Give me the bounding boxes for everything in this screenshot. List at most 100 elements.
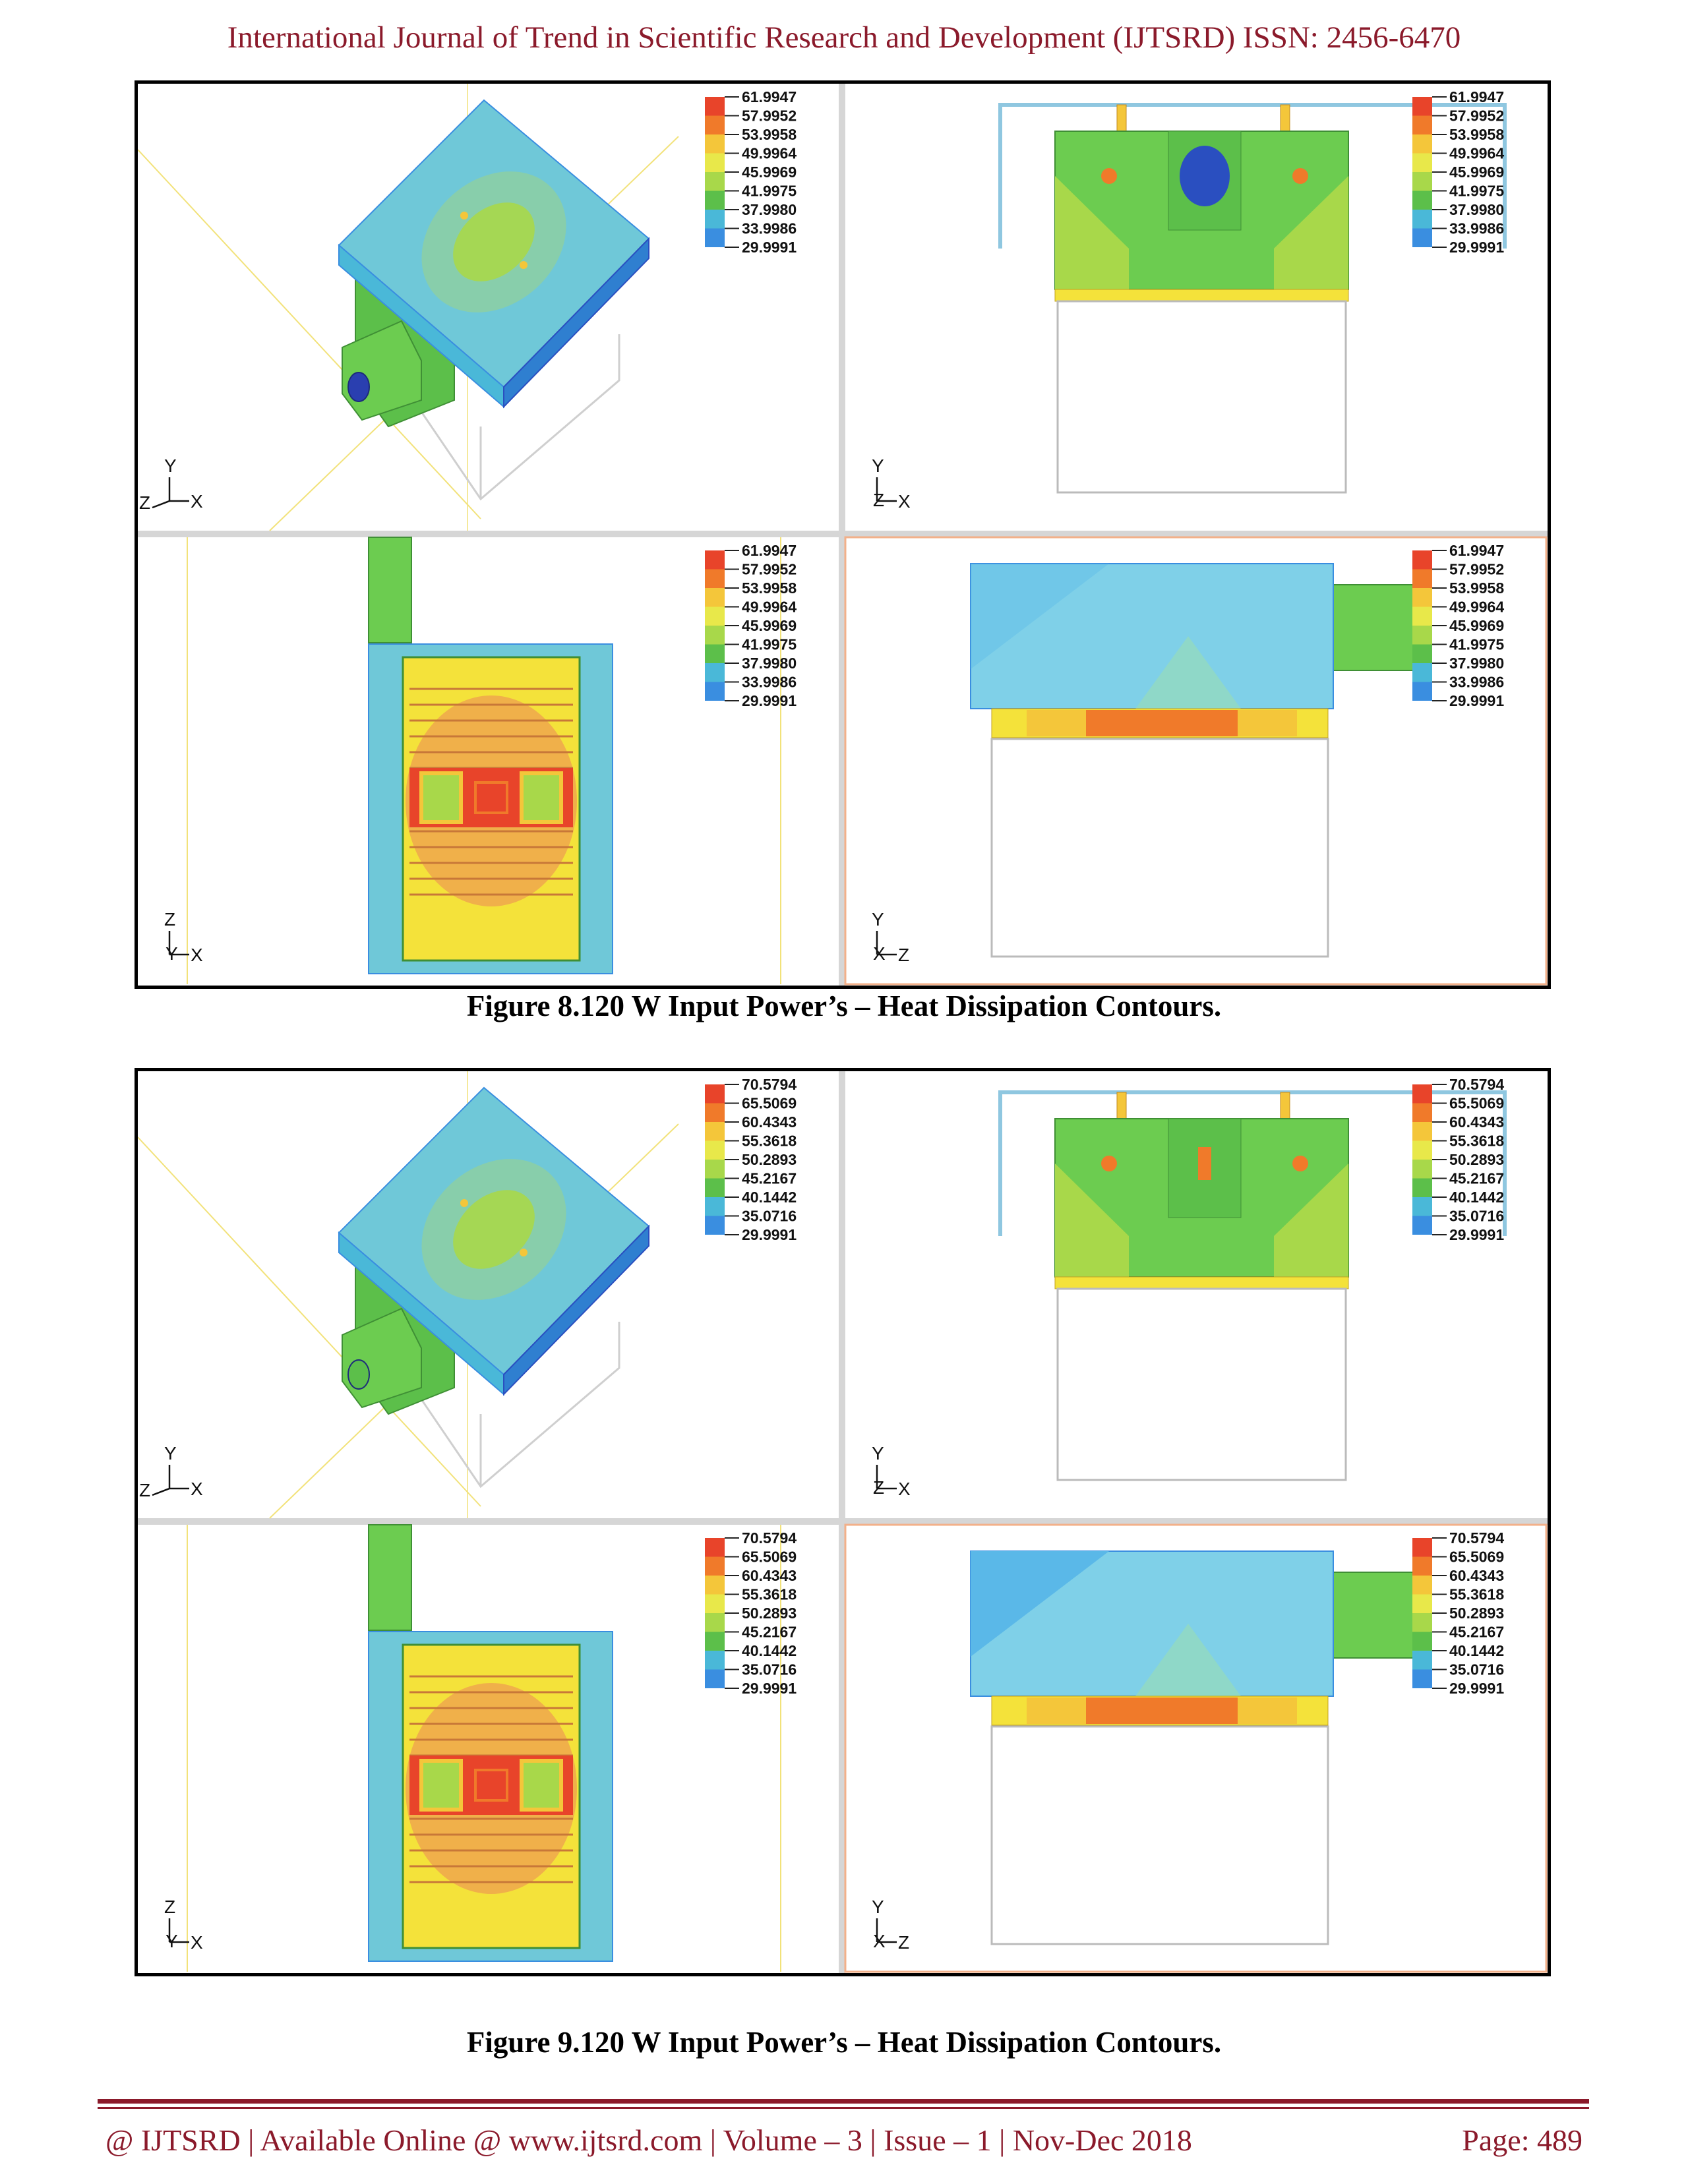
legend-swatch xyxy=(1412,1538,1432,1557)
legend-swatch xyxy=(705,115,725,134)
legend-value: 70.5794 xyxy=(1449,1076,1504,1093)
guide-line xyxy=(138,1136,481,1507)
legend-value: 61.9947 xyxy=(742,88,797,105)
legend-value: 40.1442 xyxy=(1449,1189,1504,1206)
legend-value: 60.4343 xyxy=(742,1113,797,1131)
legend-value: 57.9952 xyxy=(742,107,797,125)
legend-value: 35.0716 xyxy=(742,1208,797,1225)
terminal-post xyxy=(1280,1092,1290,1119)
contour-zone xyxy=(1055,1164,1129,1277)
legend-value: 49.9964 xyxy=(742,599,797,616)
legend-value: 35.0716 xyxy=(1449,1661,1504,1678)
axis-label-corner: Z xyxy=(873,1477,884,1498)
legend-value: 45.9969 xyxy=(742,163,797,181)
legend-value: 53.9958 xyxy=(1449,579,1504,597)
connector-tab xyxy=(368,537,412,643)
legend-value: 29.9991 xyxy=(742,239,797,256)
legend-value: 41.9975 xyxy=(742,183,797,200)
legend-swatch xyxy=(705,588,725,607)
legend-swatch xyxy=(1412,588,1432,607)
legend-swatch xyxy=(705,1651,725,1670)
legend-value: 50.2893 xyxy=(742,1605,797,1622)
legend-value: 57.9952 xyxy=(1449,561,1504,578)
legend-value: 49.9964 xyxy=(742,145,797,162)
legend-swatch xyxy=(1412,682,1432,701)
legend-value: 61.9947 xyxy=(742,542,797,559)
legend-swatch xyxy=(1412,97,1432,116)
warm-zone xyxy=(1027,710,1086,736)
contour-panel-top: 70.579465.506960.434355.361850.289345.21… xyxy=(164,1524,797,1972)
contour-core xyxy=(453,1190,535,1269)
legend-swatch xyxy=(705,606,725,626)
contour-zone xyxy=(1274,176,1348,289)
legend-value: 50.2893 xyxy=(742,1151,797,1168)
legend-value: 60.4343 xyxy=(1449,1113,1504,1131)
footer-rule-thin xyxy=(98,2107,1589,2109)
housing-outline xyxy=(990,1725,1329,1945)
legend-value: 65.5069 xyxy=(1449,1549,1504,1566)
contour-core xyxy=(453,202,535,281)
legend-value: 55.3618 xyxy=(1449,1133,1504,1150)
legend-swatch xyxy=(705,153,725,172)
legend-value: 29.9991 xyxy=(1449,1680,1504,1697)
legend-value: 49.9964 xyxy=(1449,599,1504,616)
legend-swatch xyxy=(705,626,725,645)
legend-value: 33.9986 xyxy=(742,674,797,691)
axis-label-left: Z xyxy=(139,1480,150,1500)
screw-hot xyxy=(1101,168,1117,184)
legend-swatch xyxy=(705,1084,725,1104)
legend-swatch xyxy=(705,1576,725,1595)
axis-label-up: Y xyxy=(164,1443,177,1463)
legend-value: 65.5069 xyxy=(1449,1095,1504,1112)
legend-swatch xyxy=(705,569,725,588)
axis-label-up: Y xyxy=(872,909,884,930)
legend-value: 41.9975 xyxy=(742,636,797,653)
legend-swatch xyxy=(705,1178,725,1197)
legend-value: 45.2167 xyxy=(742,1624,797,1641)
legend-swatch xyxy=(1412,644,1432,663)
legend-swatch xyxy=(705,1216,725,1235)
contour-zone xyxy=(1274,1164,1348,1277)
legend-value: 33.9986 xyxy=(742,220,797,237)
connector-block xyxy=(1333,584,1420,671)
legend-swatch xyxy=(705,644,725,663)
legend-swatch xyxy=(705,1197,725,1216)
hot-spot xyxy=(460,212,468,220)
axis-label-up: Y xyxy=(872,1443,884,1463)
axis-line-left xyxy=(152,500,170,509)
legend-swatch xyxy=(1412,153,1432,172)
housing-outline xyxy=(990,738,1329,958)
screw-hot xyxy=(1292,1156,1308,1171)
contour-panel-iso: 70.579465.506960.434355.361850.289345.21… xyxy=(138,1071,797,1519)
center-pad xyxy=(474,781,508,814)
footer-citation: @ IJTSRD | Available Online @ www.ijtsrd… xyxy=(106,2123,1192,2157)
terminal-post xyxy=(1280,104,1290,132)
legend-value: 37.9980 xyxy=(1449,655,1504,672)
axis-label-up: Y xyxy=(872,456,884,476)
hot-zone xyxy=(1083,710,1241,736)
terminal-post xyxy=(1116,104,1127,132)
contour-panel-side: 61.994757.995253.995849.996445.996941.99… xyxy=(844,536,1548,986)
legend-value: 37.9980 xyxy=(1449,201,1504,218)
legend-value: 29.9991 xyxy=(742,1226,797,1243)
axis-label-right: X xyxy=(898,1479,911,1499)
legend-swatch xyxy=(1412,1178,1432,1197)
legend-value: 37.9980 xyxy=(742,201,797,218)
mount-bracket xyxy=(998,1090,1507,1236)
legend-swatch xyxy=(1412,1594,1432,1613)
legend-swatch xyxy=(705,1669,725,1688)
legend-swatch xyxy=(1412,1084,1432,1104)
base-plate xyxy=(1054,289,1349,302)
warm-zone xyxy=(1238,710,1297,736)
legend-value: 29.9991 xyxy=(1449,692,1504,709)
housing-outline xyxy=(1056,300,1347,494)
legend-value: 40.1442 xyxy=(742,1642,797,1659)
axis-label-right: X xyxy=(191,1932,203,1953)
heatsink-body xyxy=(970,563,1334,709)
contour-zone xyxy=(971,564,1109,669)
legend-value: 41.9975 xyxy=(1449,183,1504,200)
legend-swatch xyxy=(1412,1197,1432,1216)
legend-value: 45.9969 xyxy=(1449,617,1504,634)
contour-panel-front: 61.994757.995253.995849.996445.996941.99… xyxy=(872,88,1507,512)
axis-line-left xyxy=(152,1487,170,1496)
